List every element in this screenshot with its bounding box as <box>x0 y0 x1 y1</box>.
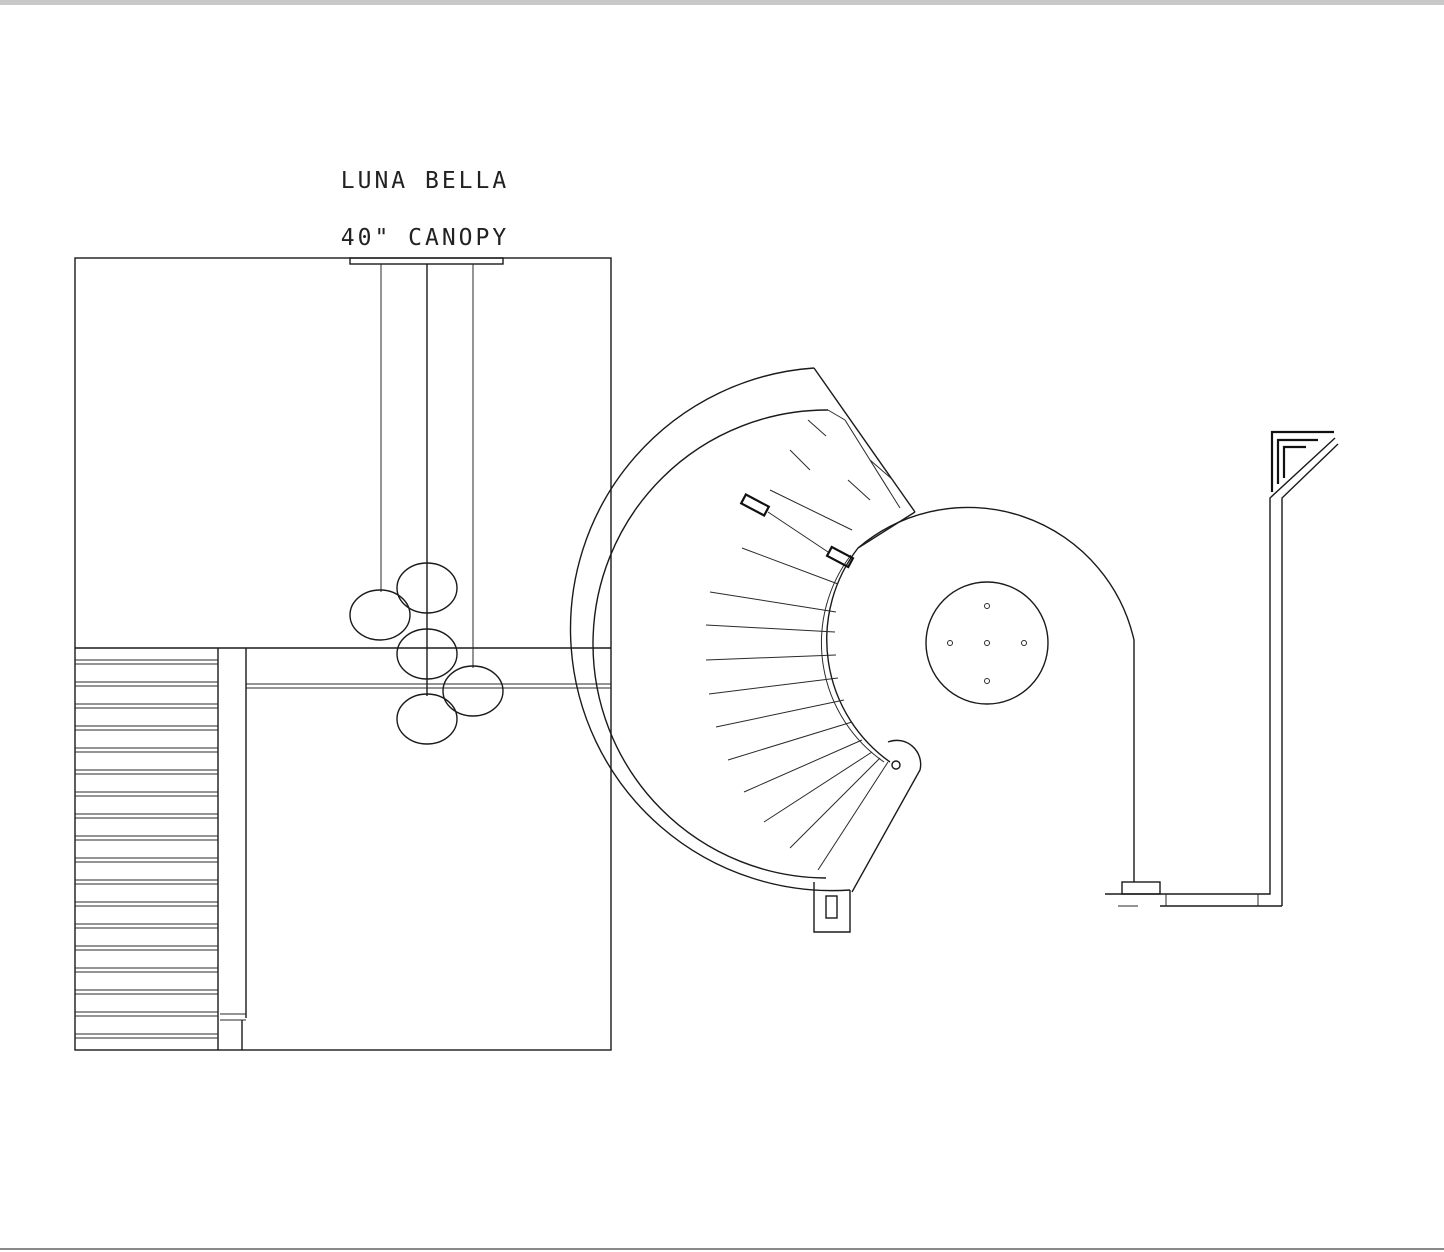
stair-bottom-block <box>813 882 851 933</box>
landing-edge <box>857 511 916 549</box>
table-dot <box>984 603 990 609</box>
radial-tread <box>708 677 839 695</box>
stair-outer-stringer <box>569 367 851 892</box>
wall-inner <box>1258 437 1336 895</box>
landing-tread <box>767 511 829 553</box>
room-outline <box>74 257 612 1051</box>
stair-inner-stringer <box>826 547 891 763</box>
wall-corner <box>1270 430 1334 492</box>
baluster-block <box>825 545 855 569</box>
pendant-globe <box>349 589 411 641</box>
radial-tread <box>727 721 853 761</box>
table-dot <box>984 678 990 684</box>
table-dot <box>984 640 990 646</box>
newel-post <box>217 648 247 1050</box>
wall-corner-inner <box>1276 438 1318 484</box>
bottom-border <box>0 1248 1444 1250</box>
radial-tread <box>715 699 845 728</box>
pendant-globe <box>396 693 458 745</box>
radial-tread <box>743 739 863 793</box>
landing-platform <box>857 506 1135 882</box>
base-plate <box>1121 881 1161 895</box>
newel-cap <box>851 739 922 893</box>
canopy <box>349 257 504 265</box>
wall-outer <box>1281 443 1339 906</box>
pendant-globe <box>396 562 458 614</box>
elevation-view: LUNA BELLA 40" CANOPY <box>74 168 612 1051</box>
radial-tread <box>817 761 889 871</box>
radial-tread <box>847 479 871 501</box>
wall-corner-inner2 <box>1282 445 1306 478</box>
radial-treads <box>705 419 894 871</box>
round-table <box>925 581 1049 705</box>
plan-view <box>569 367 1339 933</box>
radial-tread <box>807 419 827 437</box>
radial-tread <box>769 489 853 531</box>
radial-tread <box>789 757 881 849</box>
stair-top-edge <box>813 367 916 513</box>
baluster-block <box>739 492 771 518</box>
pendant-globe <box>396 628 458 680</box>
table-dot <box>1021 640 1027 646</box>
stair-outer-rail <box>592 409 829 879</box>
canopy-size-label: 40" CANOPY <box>341 225 509 251</box>
stair-bottom-slot <box>825 895 838 919</box>
radial-tread <box>705 654 837 661</box>
stair-top-inner <box>844 419 901 509</box>
table-dot <box>947 640 953 646</box>
stair-treads <box>75 659 218 1039</box>
stair-inner-rail <box>820 554 885 763</box>
top-border <box>0 0 1444 5</box>
stair-top-return <box>827 409 846 421</box>
radial-tread <box>789 449 811 471</box>
newel-post-plan <box>891 760 901 770</box>
radial-tread <box>741 547 839 585</box>
fixture-name-label: LUNA BELLA <box>341 168 509 194</box>
radial-tread <box>705 624 836 633</box>
pendant-globe <box>442 665 504 717</box>
radial-tread <box>869 459 894 481</box>
radial-tread <box>763 751 873 823</box>
radial-tread <box>709 591 837 613</box>
